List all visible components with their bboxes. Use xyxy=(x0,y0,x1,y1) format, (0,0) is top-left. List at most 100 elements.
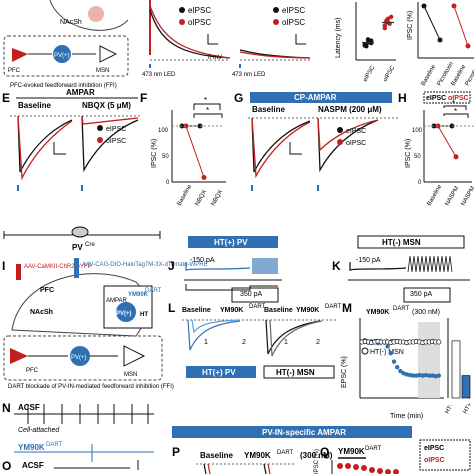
l-box2 xyxy=(263,365,335,379)
b-legend-dot-o xyxy=(179,19,185,25)
f-ytick-50: 50 xyxy=(162,154,169,160)
panel-o: O ACSF xyxy=(2,459,139,473)
d-point-0-9 xyxy=(369,40,374,46)
k-trace-neg xyxy=(349,262,407,271)
b-scale-bar xyxy=(207,34,218,45)
d-x-tick-e: eIPSC xyxy=(363,64,377,83)
f-x-tick-2: NBQX xyxy=(195,189,209,207)
n-sub: Cell-attached xyxy=(18,427,60,434)
l-box1 xyxy=(186,366,256,378)
h-sig-star-2: * xyxy=(454,107,457,116)
g-scale-bar xyxy=(289,142,302,155)
k-header: HT(-) MSN xyxy=(382,238,421,247)
m-legend-dot-2 xyxy=(361,347,369,355)
dr-x-tick-4: Picrotoxin xyxy=(465,61,474,87)
i-box-msn: MSN xyxy=(124,372,137,378)
q-title: YM90K xyxy=(338,447,365,456)
b-legend-dot-e xyxy=(179,7,185,13)
panel-k: HT(-) MSN K -150 pA 350 pA xyxy=(332,235,470,303)
p-cond2-sup: DART xyxy=(277,450,294,456)
m-point-0-9 xyxy=(388,351,393,356)
f-letter: F xyxy=(140,91,147,105)
j-trace-neg xyxy=(185,262,251,271)
a-circuit-box xyxy=(3,35,129,77)
dr-point-1 xyxy=(421,3,427,9)
l-trace-msn-2 xyxy=(269,319,323,357)
m-y-label: EPSC (%) xyxy=(341,356,348,388)
a-box-pv: PV(+) xyxy=(54,53,70,59)
n-title: ACSF xyxy=(18,403,40,412)
h-x-tick-2: NASPM xyxy=(445,186,461,207)
p-letter: P xyxy=(172,445,180,459)
l-label-1: 1 xyxy=(204,339,208,346)
a-box-pfc: PFC xyxy=(8,68,21,74)
mouse-label: PV xyxy=(72,243,83,252)
q-point-6 xyxy=(377,468,383,474)
l-letter: L xyxy=(168,301,175,315)
m-point-1-24 xyxy=(436,339,442,345)
q-box-o: oIPSC xyxy=(424,457,445,464)
m-x-label: Time (min) xyxy=(390,413,423,420)
b-trace-oipsc xyxy=(149,5,231,59)
i-box-pv: PV(+) xyxy=(71,355,87,361)
m-epoch-shade xyxy=(418,322,440,398)
j-inj-pos: 350 pA xyxy=(240,291,263,298)
l-label-2: 2 xyxy=(242,339,246,346)
e-legend-dot-o xyxy=(97,137,103,143)
l-cond2-sup-b: DART xyxy=(325,304,342,310)
panel-p: P Baseline YM90K DART (300 nM) xyxy=(172,445,333,474)
i-virus-1: AAV-CaMKII-ChR2-eYFP xyxy=(24,264,92,270)
c-legend-e: eIPSC xyxy=(282,6,305,15)
panel-c: eIPSC oIPSC 473 nm LED xyxy=(232,6,311,78)
m-title: YM90K xyxy=(366,309,389,316)
g-legend-dot-e xyxy=(337,127,343,133)
a-caption: PFC-evoked feedforward inhibition (FFI) xyxy=(10,83,117,89)
h-sig-bar-1 xyxy=(443,105,467,110)
h-line-1 xyxy=(437,125,457,158)
e-trace-1o xyxy=(17,115,73,181)
p-trace-1e xyxy=(203,463,207,474)
dr-point-4 xyxy=(465,43,471,49)
m-point-0-11 xyxy=(395,365,400,370)
e-legend-dot-e xyxy=(97,125,103,131)
g-header: CP-AMPAR xyxy=(294,93,337,102)
i-pfc-neuron xyxy=(10,348,28,364)
j-inj-trace xyxy=(185,284,278,291)
i-syringe-1 xyxy=(16,264,21,280)
banner: PV-IN-specific AMPAR xyxy=(172,426,412,438)
f-sig-bar-1 xyxy=(193,103,221,110)
dr-point-3 xyxy=(451,3,457,9)
a-box-msn: MSN xyxy=(96,68,109,74)
j-inj-pos-box xyxy=(231,287,279,303)
m-title-sup: DART xyxy=(393,306,410,312)
h-y-label: IPSC (%) xyxy=(405,139,412,168)
o-letter: O xyxy=(2,459,11,473)
l-trace-msn-1 xyxy=(265,319,321,355)
dr-point-2 xyxy=(437,37,443,43)
g-trace-1e xyxy=(251,117,311,173)
a-msn-neuron xyxy=(99,45,118,63)
banner-box xyxy=(172,426,412,438)
g-legend-o: oIPSC xyxy=(346,140,366,147)
panel-e: E AMPAR Baseline NBQX (5 μM) eIPSC oIPSC xyxy=(2,88,140,191)
mouse-timeline: PV Cre xyxy=(3,226,161,252)
k-header-box xyxy=(357,235,465,249)
c-legend-dot-e xyxy=(273,7,279,13)
b-legend-e: eIPSC xyxy=(188,6,211,15)
k-inj-neg: -150 pA xyxy=(356,257,381,264)
j-spikes-dense xyxy=(252,258,278,274)
i-syringe-2 xyxy=(74,258,79,278)
q-point-3 xyxy=(353,464,359,470)
panel-b: eIPSC oIPSC 0 mV 473 nm LED xyxy=(142,0,231,78)
panel-q: Q YM90K DART IPSC (%) eIPSC oIPSC xyxy=(314,439,471,474)
f-ytick-0: 0 xyxy=(166,180,170,186)
m-bar-0 xyxy=(451,340,461,399)
j-letter: J xyxy=(168,259,175,273)
h-letter: H xyxy=(398,91,407,105)
b-trace-eipsc xyxy=(149,9,231,59)
c-legend-o: oIPSC xyxy=(282,18,305,27)
n-drug-sup: DART xyxy=(46,442,63,448)
m-bar-tick-1: HT- xyxy=(445,404,455,415)
m-bar-1 xyxy=(461,375,471,399)
e-cond1: Baseline xyxy=(18,101,51,110)
